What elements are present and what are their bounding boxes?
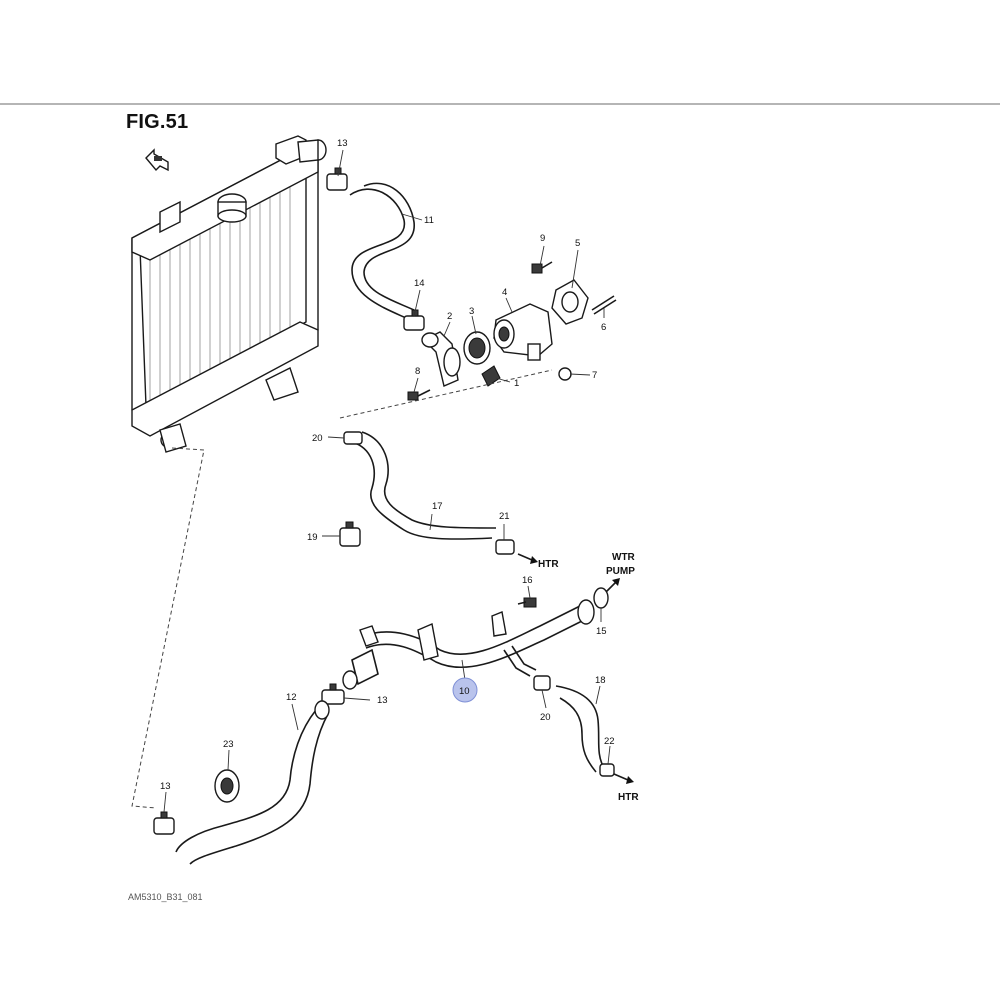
figure-title: FIG.51	[126, 111, 189, 133]
reference-line-left	[131, 447, 205, 809]
clamp-13-low	[153, 811, 175, 835]
clamp-13-top	[326, 167, 348, 191]
clamp-20-top	[343, 431, 363, 445]
wtr-pump-arrow	[605, 578, 620, 593]
bolt-9	[531, 261, 553, 274]
clamp-19	[339, 521, 361, 547]
thermostat-cap-2	[421, 331, 461, 387]
callout-2: 2	[447, 311, 452, 322]
gasket-5	[551, 279, 589, 325]
callout-numbers: 13 11 9 5 14 4 3 2 6 7 1 8 20 17 21 19 1…	[160, 138, 615, 792]
callout-10: 10	[459, 686, 470, 697]
temp-sensor-1	[481, 365, 501, 387]
callout-23: 23	[223, 739, 234, 750]
callout-17: 17	[432, 501, 443, 512]
htr-arrow-upper	[517, 553, 538, 564]
callout-14: 14	[414, 278, 425, 289]
callout-22: 22	[604, 736, 615, 747]
callout-11: 11	[424, 215, 434, 226]
callout-5: 5	[575, 238, 580, 249]
clamp-21	[495, 539, 515, 555]
leader-lines	[163, 149, 611, 813]
highlight-marker-10	[452, 677, 478, 703]
callout-15: 15	[596, 626, 607, 637]
callout-13-top: 13	[337, 138, 348, 149]
callout-13-low: 13	[160, 781, 171, 792]
clamp-22	[599, 763, 615, 777]
clamp-13-mid	[321, 683, 345, 705]
front-arrow-icon	[145, 148, 169, 172]
callout-20-top: 20	[312, 433, 323, 444]
label-htr-lower: HTR	[618, 792, 639, 803]
callout-12: 12	[286, 692, 297, 703]
upper-radiator-hose-11	[349, 182, 415, 319]
clamp-20-low	[533, 675, 551, 691]
callout-9: 9	[540, 233, 545, 244]
bolt-8	[407, 389, 431, 401]
nut-7	[558, 367, 572, 381]
hose-bracket-23	[214, 769, 240, 803]
label-wtr: WTR	[612, 552, 636, 563]
callout-19: 19	[307, 532, 318, 543]
callout-3: 3	[469, 306, 474, 317]
callout-18: 18	[595, 675, 606, 686]
thermostat-housing-4	[493, 303, 553, 361]
clamp-14	[403, 309, 425, 331]
callout-20-low: 20	[540, 712, 551, 723]
drawing-code: AM5310_B31_081	[128, 892, 203, 902]
bolt-16	[517, 597, 537, 608]
callout-13-mid: 13	[377, 695, 388, 706]
callout-21: 21	[499, 511, 510, 522]
lower-radiator-hose-12	[175, 700, 330, 865]
label-pump: PUMP	[606, 566, 635, 577]
reference-line-upper	[339, 369, 553, 419]
callout-1: 1	[514, 378, 519, 389]
label-htr-upper: HTR	[538, 559, 559, 570]
top-divider	[0, 103, 1000, 105]
htr-arrow-lower	[613, 773, 634, 784]
callout-4: 4	[502, 287, 507, 298]
callout-8: 8	[415, 366, 420, 377]
callout-7: 7	[592, 370, 597, 381]
heater-hose-17	[351, 431, 497, 540]
radiator	[131, 135, 327, 453]
thermostat-3	[463, 331, 491, 365]
heater-hose-18	[555, 685, 605, 773]
callout-16: 16	[522, 575, 533, 586]
stud-6	[591, 295, 617, 315]
water-inlet-pipe-10	[342, 599, 595, 690]
callout-6: 6	[601, 322, 606, 333]
